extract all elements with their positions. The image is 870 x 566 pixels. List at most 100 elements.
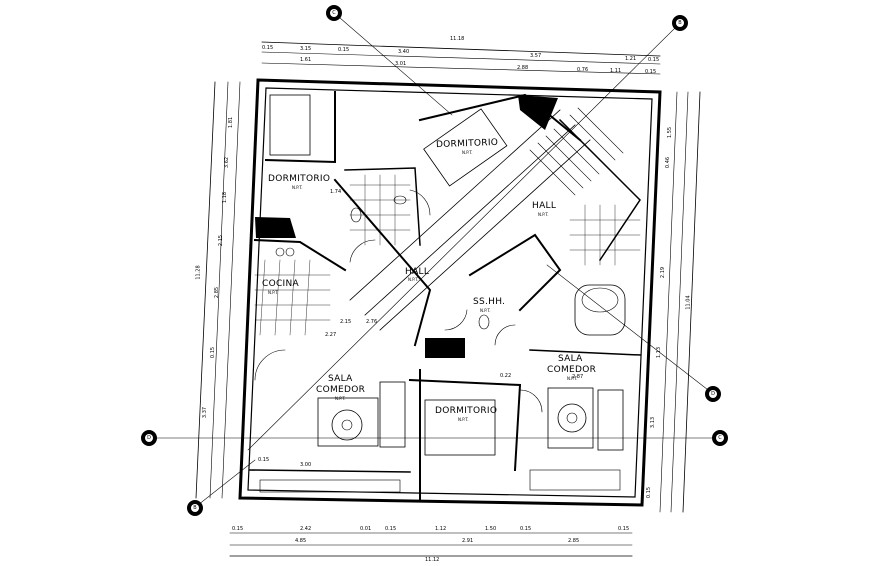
- dim-misc-5: 2.15: [340, 319, 352, 325]
- corridor-line-2: [364, 124, 576, 316]
- room-label-sala-a: SALA: [328, 374, 353, 384]
- axis-label-d-right: D: [709, 390, 717, 398]
- wall-diagonal-2: [418, 93, 582, 142]
- dim-bottom-2: 2.42: [300, 526, 312, 532]
- door-swing-4: [519, 389, 543, 413]
- corridor-line-3: [379, 139, 591, 331]
- dim-left-6: 0.15: [210, 346, 217, 359]
- level-mark-sala-a: N.P.T.: [335, 396, 346, 401]
- room-label-sshh: SS.HH.: [473, 297, 506, 307]
- dim-bottom-8: 0.15: [618, 526, 630, 532]
- dim-top-overall: 11.18: [450, 36, 465, 42]
- room-label-dormitorio-b: DORMITORIO: [268, 174, 331, 184]
- dim-top-3: 0.15: [338, 47, 350, 53]
- level-mark-hall-b: N.P.T.: [408, 277, 419, 282]
- dim-top-6: 1.21: [625, 56, 637, 62]
- dim-line-top-1: [261, 41, 661, 57]
- dim-top-row2-3: 2.88: [517, 65, 529, 71]
- sofa-sala-a: [317, 397, 379, 447]
- dim-bottom-3: 0.01: [360, 526, 372, 532]
- dim-bottom-7: 0.15: [520, 526, 532, 532]
- room-label-comedor-a: COMEDOR: [316, 385, 366, 395]
- kitchen-counter-dark: [255, 217, 296, 238]
- dim-bottom-5: 1.12: [435, 526, 447, 532]
- axis-line-d-right: [546, 264, 713, 394]
- hall-tiles: [569, 204, 641, 266]
- room-label-sala-b: SALA: [558, 354, 583, 364]
- bed-dorm-c: [424, 399, 496, 456]
- dim-top-4: 3.40: [398, 49, 410, 55]
- dim-left-5: 2.85: [214, 286, 221, 299]
- dim-top-1: 0.15: [262, 45, 274, 51]
- dim-misc-1: 2.76: [366, 319, 378, 325]
- axis-bubble-b-top: B: [672, 15, 688, 31]
- toilet-1: [350, 207, 362, 223]
- axis-bubble-c-top: C: [326, 5, 342, 21]
- dining-table-b-top: [581, 287, 619, 313]
- dim-bottom-row2-1: 4.85: [295, 538, 307, 544]
- dim-left-3: 1.18: [222, 191, 229, 204]
- dim-line-top-2: [261, 51, 661, 65]
- dim-right-overall: 11.04: [685, 295, 692, 310]
- axis-label-c-top: C: [330, 9, 338, 17]
- armchair-a: [379, 381, 406, 448]
- dining-table-b: [574, 284, 626, 336]
- level-mark-sala-b: N.P.T.: [567, 376, 578, 381]
- dim-top-row2-2: 3.01: [395, 61, 407, 67]
- wall-bottom-band: [249, 469, 411, 473]
- door-swing-6: [409, 189, 431, 216]
- room-label-hall-a: HALL: [532, 201, 557, 211]
- dim-top-7: 0.15: [648, 57, 660, 63]
- dim-top-row2-5: 1.11: [610, 68, 622, 74]
- dim-right-6: 0.15: [646, 486, 653, 499]
- table-sala-a: [331, 409, 363, 441]
- dim-bottom-6: 1.50: [485, 526, 497, 532]
- dim-left-1: 1.81: [228, 116, 235, 129]
- dim-right-4: 1.13: [656, 346, 663, 359]
- dim-top-row2-6: 0.15: [645, 69, 657, 75]
- dim-bottom-4: 0.15: [385, 526, 397, 532]
- stair-landing-dark: [425, 338, 465, 358]
- sink-1: [393, 195, 407, 205]
- bed-dorm-a: [423, 108, 508, 187]
- dim-line-right-3: [659, 91, 678, 513]
- dim-misc-2: 2.27: [325, 332, 337, 338]
- counter-bottom-right: [529, 469, 621, 491]
- armchair-b: [597, 389, 624, 451]
- axis-bubble-d-right: D: [705, 386, 721, 402]
- level-mark-cocina: N.P.T.: [268, 290, 279, 295]
- bed-top-left: [269, 94, 311, 156]
- kitchen-tiles: [254, 259, 331, 336]
- dim-line-left-1: [195, 81, 216, 499]
- dim-left-7: 3.37: [202, 406, 209, 419]
- corridor-line-1: [349, 109, 561, 301]
- axis-label-c-right: C: [716, 434, 724, 442]
- room-label-dormitorio-c: DORMITORIO: [435, 406, 498, 416]
- sofa-sala-b: [547, 387, 594, 449]
- level-mark-dormitorio-c: N.P.T.: [458, 417, 469, 422]
- dim-right-3: 2.19: [660, 266, 667, 279]
- dim-bottom-row2-2: 2.91: [462, 538, 474, 544]
- dim-line-left-2: [209, 81, 229, 499]
- toilet-2: [478, 314, 490, 330]
- wall-kitchen-top: [253, 238, 347, 272]
- dim-misc-7: 3.00: [300, 462, 312, 468]
- dim-top-2: 3.15: [300, 46, 312, 52]
- dim-misc-4: 2.87: [572, 374, 584, 380]
- dim-left-overall: 11.28: [195, 265, 202, 280]
- dim-line-top-3: [261, 62, 661, 75]
- plan-linework: [154, 17, 716, 557]
- dim-top-row2-4: 0.76: [577, 67, 589, 73]
- axis-label-d-left: D: [145, 434, 153, 442]
- wall-diagonal-1: [333, 178, 432, 347]
- door-swing-2: [444, 309, 468, 331]
- wall-dorm-bottom: [408, 378, 522, 472]
- dim-line-right-2: [670, 91, 689, 513]
- room-label-hall-b: HALL: [405, 267, 430, 277]
- axis-label-b-top: B: [676, 19, 684, 27]
- dim-bottom-row2-3: 2.85: [568, 538, 580, 544]
- table-sala-b-inner: [566, 412, 578, 424]
- room-label-cocina: COCINA: [262, 279, 299, 289]
- dim-right-5: 3.13: [650, 416, 657, 429]
